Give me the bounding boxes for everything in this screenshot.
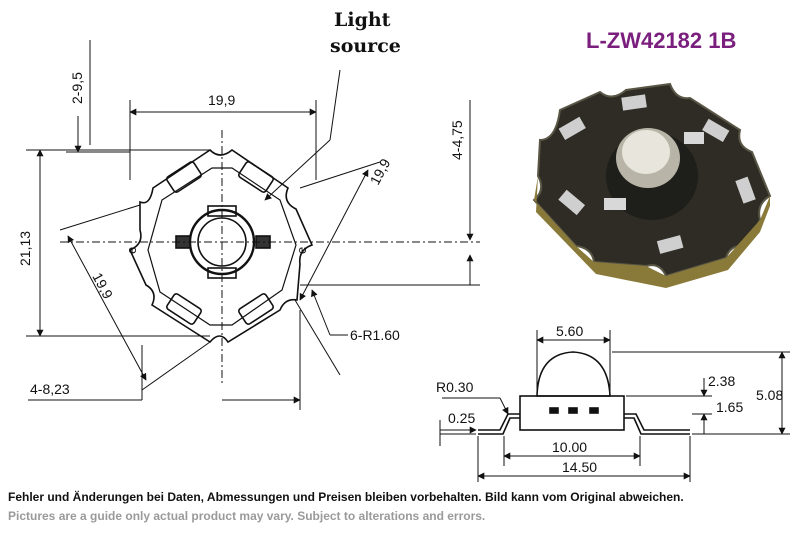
dim-side-left: 19,9	[89, 270, 116, 302]
part-number: L-ZW42182 1B	[586, 28, 736, 53]
svg-text:e: e	[294, 247, 309, 254]
dim-side-right: 19,9	[367, 156, 394, 188]
footer-disclaimer-en: Pictures are a guide only actual product…	[8, 509, 486, 523]
side-view-body	[519, 395, 625, 431]
svg-text:e: e	[124, 247, 139, 254]
star-board-top-view: e e	[124, 148, 314, 344]
pad	[238, 293, 274, 325]
side-view-lens	[536, 351, 611, 397]
dim-height: 21,13	[17, 231, 33, 266]
side-view	[478, 351, 690, 435]
dim-top-offset: 2-9,5	[69, 72, 85, 104]
dim-height-3: 1.65	[716, 399, 743, 415]
dim-total-height: 5.08	[756, 387, 783, 403]
dim-right-offset: 4-4,75	[449, 120, 465, 160]
inner-contour	[147, 167, 297, 326]
star-outline	[128, 148, 314, 344]
callout-line2: source	[330, 35, 401, 57]
dim-radius: 6-R1.60	[350, 327, 400, 343]
dim-width: 19,9	[208, 92, 235, 108]
dim-radius-side: R0.30	[436, 379, 474, 395]
dim-total-width: 14.50	[562, 459, 597, 475]
dim-lens-width: 5.60	[556, 323, 583, 339]
pad	[238, 161, 274, 193]
dim-height-2: 2.38	[708, 373, 735, 389]
pad	[166, 293, 202, 325]
dim-lead-thickness: 0.25	[448, 410, 475, 426]
product-photo	[532, 82, 772, 288]
dim-bottom-offset: 4-8,23	[30, 381, 70, 397]
callout-line1: Light	[334, 9, 391, 31]
side-view-lead-right	[624, 413, 690, 431]
pad	[166, 161, 202, 193]
footer-disclaimer-de: Fehler und Änderungen bei Daten, Abmessu…	[8, 490, 684, 504]
dim-body-width: 10.00	[552, 439, 587, 455]
side-view-lead-left	[478, 413, 520, 431]
